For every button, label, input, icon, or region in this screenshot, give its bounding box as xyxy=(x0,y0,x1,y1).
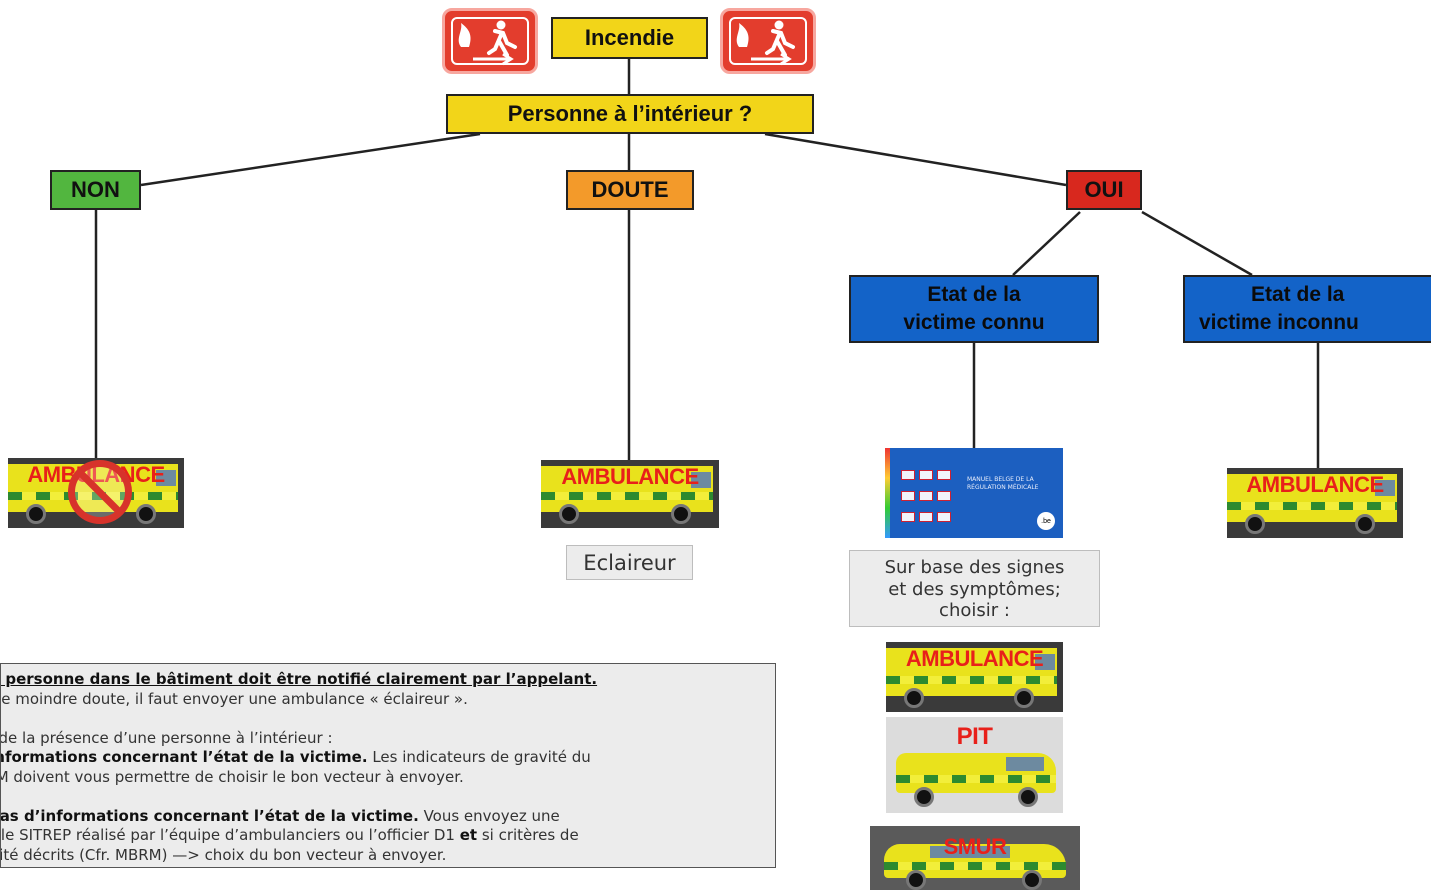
node-text: Etat de la xyxy=(1251,283,1345,306)
ambulance-image: AMBULANCE xyxy=(1227,468,1403,538)
label-line: choisir : xyxy=(939,600,1010,621)
node-etat-victime-inconnu: Etat de la victime inconnu xyxy=(1183,275,1431,343)
manual-cover-image: MANUEL BELGE DE LA RÉGULATION MÉDICALE .… xyxy=(885,448,1063,538)
fire-exit-icon xyxy=(720,8,816,74)
note-line-6: Vous envoyez une xyxy=(418,806,560,825)
note-line-7c: si critères de xyxy=(477,826,579,844)
note-line-3: de de la présence d’une personne à l’int… xyxy=(0,728,333,747)
label-eclaireur: Eclaireur xyxy=(566,545,693,580)
vehicle-label: PIT xyxy=(956,723,993,750)
ambulance-image: AMBULANCE xyxy=(541,460,719,528)
vehicle-label: AMBULANCE xyxy=(1246,472,1384,497)
ambulance-image: AMBULANCE xyxy=(886,642,1063,712)
node-incendie: Incendie xyxy=(551,17,708,59)
node-text: victime inconnu xyxy=(1199,311,1359,334)
note-line-7a: ois le SITREP réalisé par l’équipe d’amb… xyxy=(0,826,460,844)
note-line-8: ravité décrits (Cfr. MBRM) —> choix du b… xyxy=(0,845,447,864)
label-line: et des symptômes; xyxy=(888,578,1061,600)
node-doute: DOUTE xyxy=(566,170,694,210)
note-line-4: Les indicateurs de gravité du xyxy=(367,748,591,766)
no-entry-icon xyxy=(68,460,132,524)
note-line-1: y a personne dans le bâtiment doit être … xyxy=(0,670,598,688)
vehicle-label: AMBULANCE xyxy=(561,464,699,489)
manual-badge: .be xyxy=(1037,512,1055,530)
explanation-note: y a personne dans le bâtiment doit être … xyxy=(0,663,776,868)
manual-title: MANUEL BELGE DE LA RÉGULATION MÉDICALE xyxy=(967,476,1039,491)
node-text: victime connu xyxy=(903,311,1045,334)
smur-vehicle-image: SMUR xyxy=(870,826,1080,890)
note-line-5: BRM doivent vous permettre de choisir le… xyxy=(0,767,464,786)
label-line: Sur base des signes xyxy=(884,557,1065,578)
note-line-2: ns le moindre doute, il faut envoyer une… xyxy=(0,689,468,708)
vehicle-label: SMUR xyxy=(943,834,1007,859)
node-text: Etat de la xyxy=(927,283,1021,306)
fire-exit-icon xyxy=(442,8,538,74)
ambulance-image-forbidden: AMBULANCE xyxy=(8,458,184,528)
vehicle-label: AMBULANCE xyxy=(905,646,1044,671)
label-signes-symptomes: Sur base des signes et des symptômes; ch… xyxy=(849,550,1100,627)
note-line-4-bold: s informations concernant l’état de la v… xyxy=(0,748,368,766)
pit-vehicle-image: PIT xyxy=(886,717,1063,813)
node-non: NON xyxy=(50,170,141,210)
note-line-6-bold: z pas d’informations concernant l’état d… xyxy=(0,806,419,825)
node-personne-question: Personne à l’intérieur ? xyxy=(446,94,814,134)
node-oui: OUI xyxy=(1066,170,1142,210)
node-etat-victime-connu: Etat de la victime connu xyxy=(849,275,1099,343)
note-line-7b: et xyxy=(459,826,478,844)
